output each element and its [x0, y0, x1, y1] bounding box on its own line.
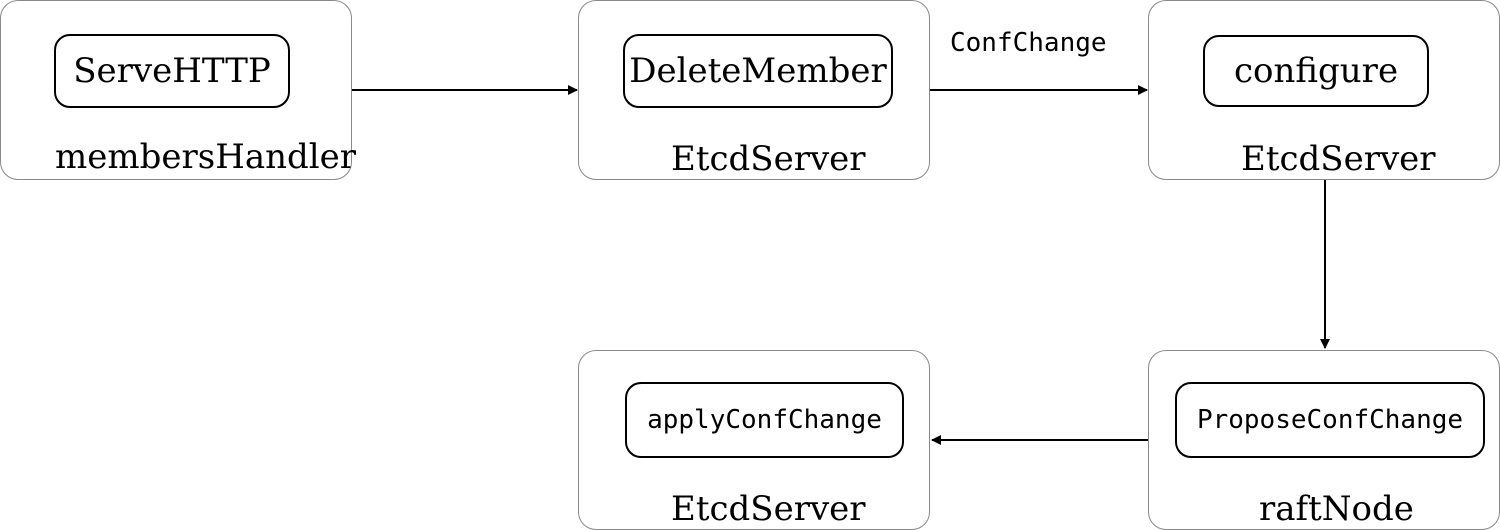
owner-configure: EtcdServer [1241, 139, 1436, 179]
owner-apply-conf-change: EtcdServer [671, 489, 866, 529]
method-deletemember: DeleteMember [623, 34, 893, 108]
owner-members-handler: membersHandler [55, 137, 357, 177]
node-members-handler: ServeHTTP membersHandler [0, 0, 356, 180]
node-delete-member: DeleteMember EtcdServer [578, 0, 930, 180]
method-applyconfchange: applyConfChange [625, 382, 904, 458]
owner-delete-member: EtcdServer [671, 139, 866, 179]
node-configure: configure EtcdServer [1148, 0, 1500, 180]
method-configure: configure [1203, 35, 1429, 107]
owner-raftnode: raftNode [1259, 489, 1414, 529]
method-servehttp: ServeHTTP [54, 34, 290, 108]
node-propose-conf-change: ProposeConfChange raftNode [1148, 350, 1500, 530]
node-apply-conf-change: applyConfChange EtcdServer [578, 350, 930, 530]
edge-label-confchange: ConfChange [950, 28, 1107, 58]
method-proposeconfchange: ProposeConfChange [1175, 382, 1485, 458]
